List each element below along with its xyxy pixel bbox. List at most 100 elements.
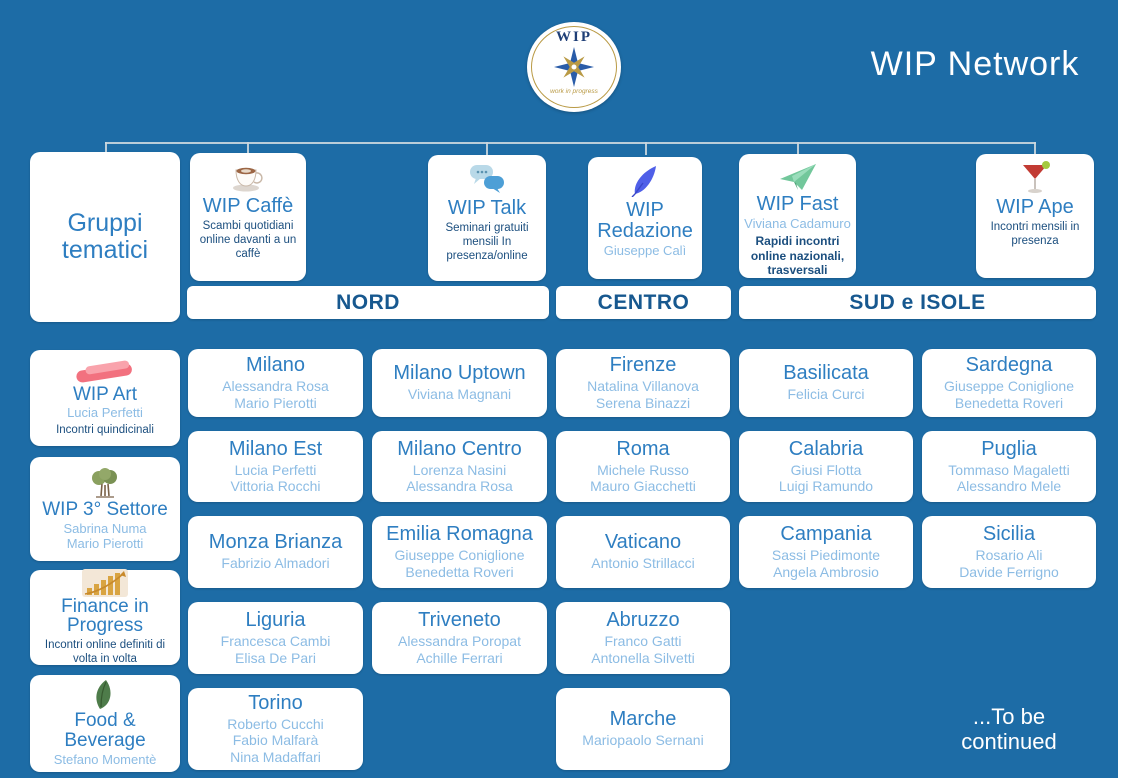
group-people: Viviana Cadamuro bbox=[744, 216, 851, 232]
logo-tagline: work in progress bbox=[550, 88, 598, 95]
gruppi-tematici-card: Gruppi tematici bbox=[30, 152, 180, 322]
thematic-title: WIP 3° Settore bbox=[42, 499, 168, 521]
region-bar-sud: SUD e ISOLE bbox=[739, 286, 1096, 319]
region-card-title: Milano Est bbox=[228, 437, 323, 460]
thematic-title: Finance in Progress bbox=[61, 595, 149, 637]
region-card-marche: Marche Mariopaolo Sernani bbox=[556, 688, 730, 770]
region-card-title: Vaticano bbox=[604, 531, 682, 554]
region-card-title: Campania bbox=[780, 523, 872, 546]
region-card-title: Triveneto bbox=[418, 609, 501, 632]
region-card-names: Felicia Curci bbox=[787, 386, 865, 403]
thematic-people: Stefano Momentè bbox=[53, 751, 157, 767]
to-be-continued-note: ...To be continued bbox=[922, 688, 1096, 770]
region-card-monza-brianza: Monza Brianza Fabrizio Almadori bbox=[188, 516, 363, 588]
wip-caffe-card: WIP Caffè Scambi quotidiani online davan… bbox=[190, 153, 306, 281]
region-card-title: Sardegna bbox=[965, 354, 1053, 377]
gruppi-tematici-label: Gruppi tematici bbox=[61, 208, 149, 264]
group-title: WIP Ape bbox=[996, 196, 1074, 218]
group-title: WIP Redazione bbox=[597, 199, 693, 242]
region-card-title: Emilia Romagna bbox=[386, 523, 533, 546]
region-card-title: Calabria bbox=[788, 437, 864, 460]
thematic-description: Incontri online definiti di volta in vol… bbox=[44, 639, 166, 666]
region-card-title: Basilicata bbox=[783, 362, 869, 385]
group-description: Rapidi incontri online nazionali, trasve… bbox=[750, 234, 845, 278]
cocktail-icon bbox=[1019, 161, 1051, 195]
group-description: Scambi quotidiani online davanti a un ca… bbox=[199, 220, 297, 261]
connector-stub bbox=[105, 142, 107, 155]
page-title: WIP Network bbox=[870, 45, 1080, 83]
region-card-vaticano: Vaticano Antonio Strillacci bbox=[556, 516, 730, 588]
speech-bubbles-icon bbox=[468, 162, 506, 196]
region-card-title: Monza Brianza bbox=[208, 531, 343, 554]
to-be-continued-text: ...To be continued bbox=[961, 703, 1057, 754]
region-bar-centro: CENTRO bbox=[556, 286, 731, 319]
thematic-description: Incontri quindicinali bbox=[56, 424, 154, 437]
region-card-names: Viviana Magnani bbox=[407, 386, 512, 403]
region-card-title: Marche bbox=[609, 708, 677, 731]
connector-stub bbox=[797, 142, 799, 155]
coffee-cup-icon bbox=[230, 160, 266, 194]
wip-art-card: WIP Art Lucia Perfetti Incontri quindici… bbox=[30, 350, 180, 446]
region-card-basilicata: Basilicata Felicia Curci bbox=[739, 349, 913, 417]
tree-icon bbox=[88, 466, 122, 500]
region-card-title: Roma bbox=[616, 437, 670, 460]
thematic-title: WIP Art bbox=[72, 383, 138, 405]
leaf-icon bbox=[90, 679, 120, 711]
thematic-people: Lucia Perfetti bbox=[67, 405, 143, 421]
region-card-title: Milano Centro bbox=[397, 437, 522, 460]
wip-redazione-card: WIP Redazione Giuseppe Calì bbox=[588, 157, 702, 279]
region-card-names: Antonio Strillacci bbox=[591, 555, 695, 572]
group-title: WIP Talk bbox=[447, 197, 527, 219]
logo-wip-text: WIP bbox=[556, 29, 592, 45]
region-card-title: Sicilia bbox=[982, 523, 1036, 546]
compass-rose-icon bbox=[554, 47, 594, 87]
region-card-title: Abruzzo bbox=[606, 609, 680, 632]
region-card-title: Firenze bbox=[609, 354, 677, 377]
group-description: Seminari gratuiti mensili In presenza/on… bbox=[445, 222, 529, 263]
thematic-title: Food & Beverage bbox=[64, 710, 146, 752]
region-card-names: Fabrizio Almadori bbox=[221, 555, 330, 572]
region-card-title: Puglia bbox=[981, 437, 1037, 460]
finance-in-progress-card: Finance in Progress Incontri online defi… bbox=[30, 568, 180, 666]
wip-logo: WIP work in progress bbox=[527, 22, 621, 112]
region-card-names: Mariopaolo Sernani bbox=[582, 732, 704, 749]
connector-stub bbox=[645, 142, 647, 155]
region-card-milano-uptown: Milano Uptown Viviana Magnani bbox=[372, 349, 547, 417]
region-card-title: Milano Uptown bbox=[393, 362, 526, 385]
food-and-beverage-card: Food & Beverage Stefano Momentè bbox=[30, 675, 180, 772]
region-card-title: Milano bbox=[246, 354, 305, 377]
region-bar-nord: NORD bbox=[187, 286, 549, 319]
paint-stroke-icon bbox=[72, 359, 138, 385]
paper-plane-icon bbox=[778, 161, 818, 192]
slide-right-edge bbox=[1118, 0, 1124, 778]
